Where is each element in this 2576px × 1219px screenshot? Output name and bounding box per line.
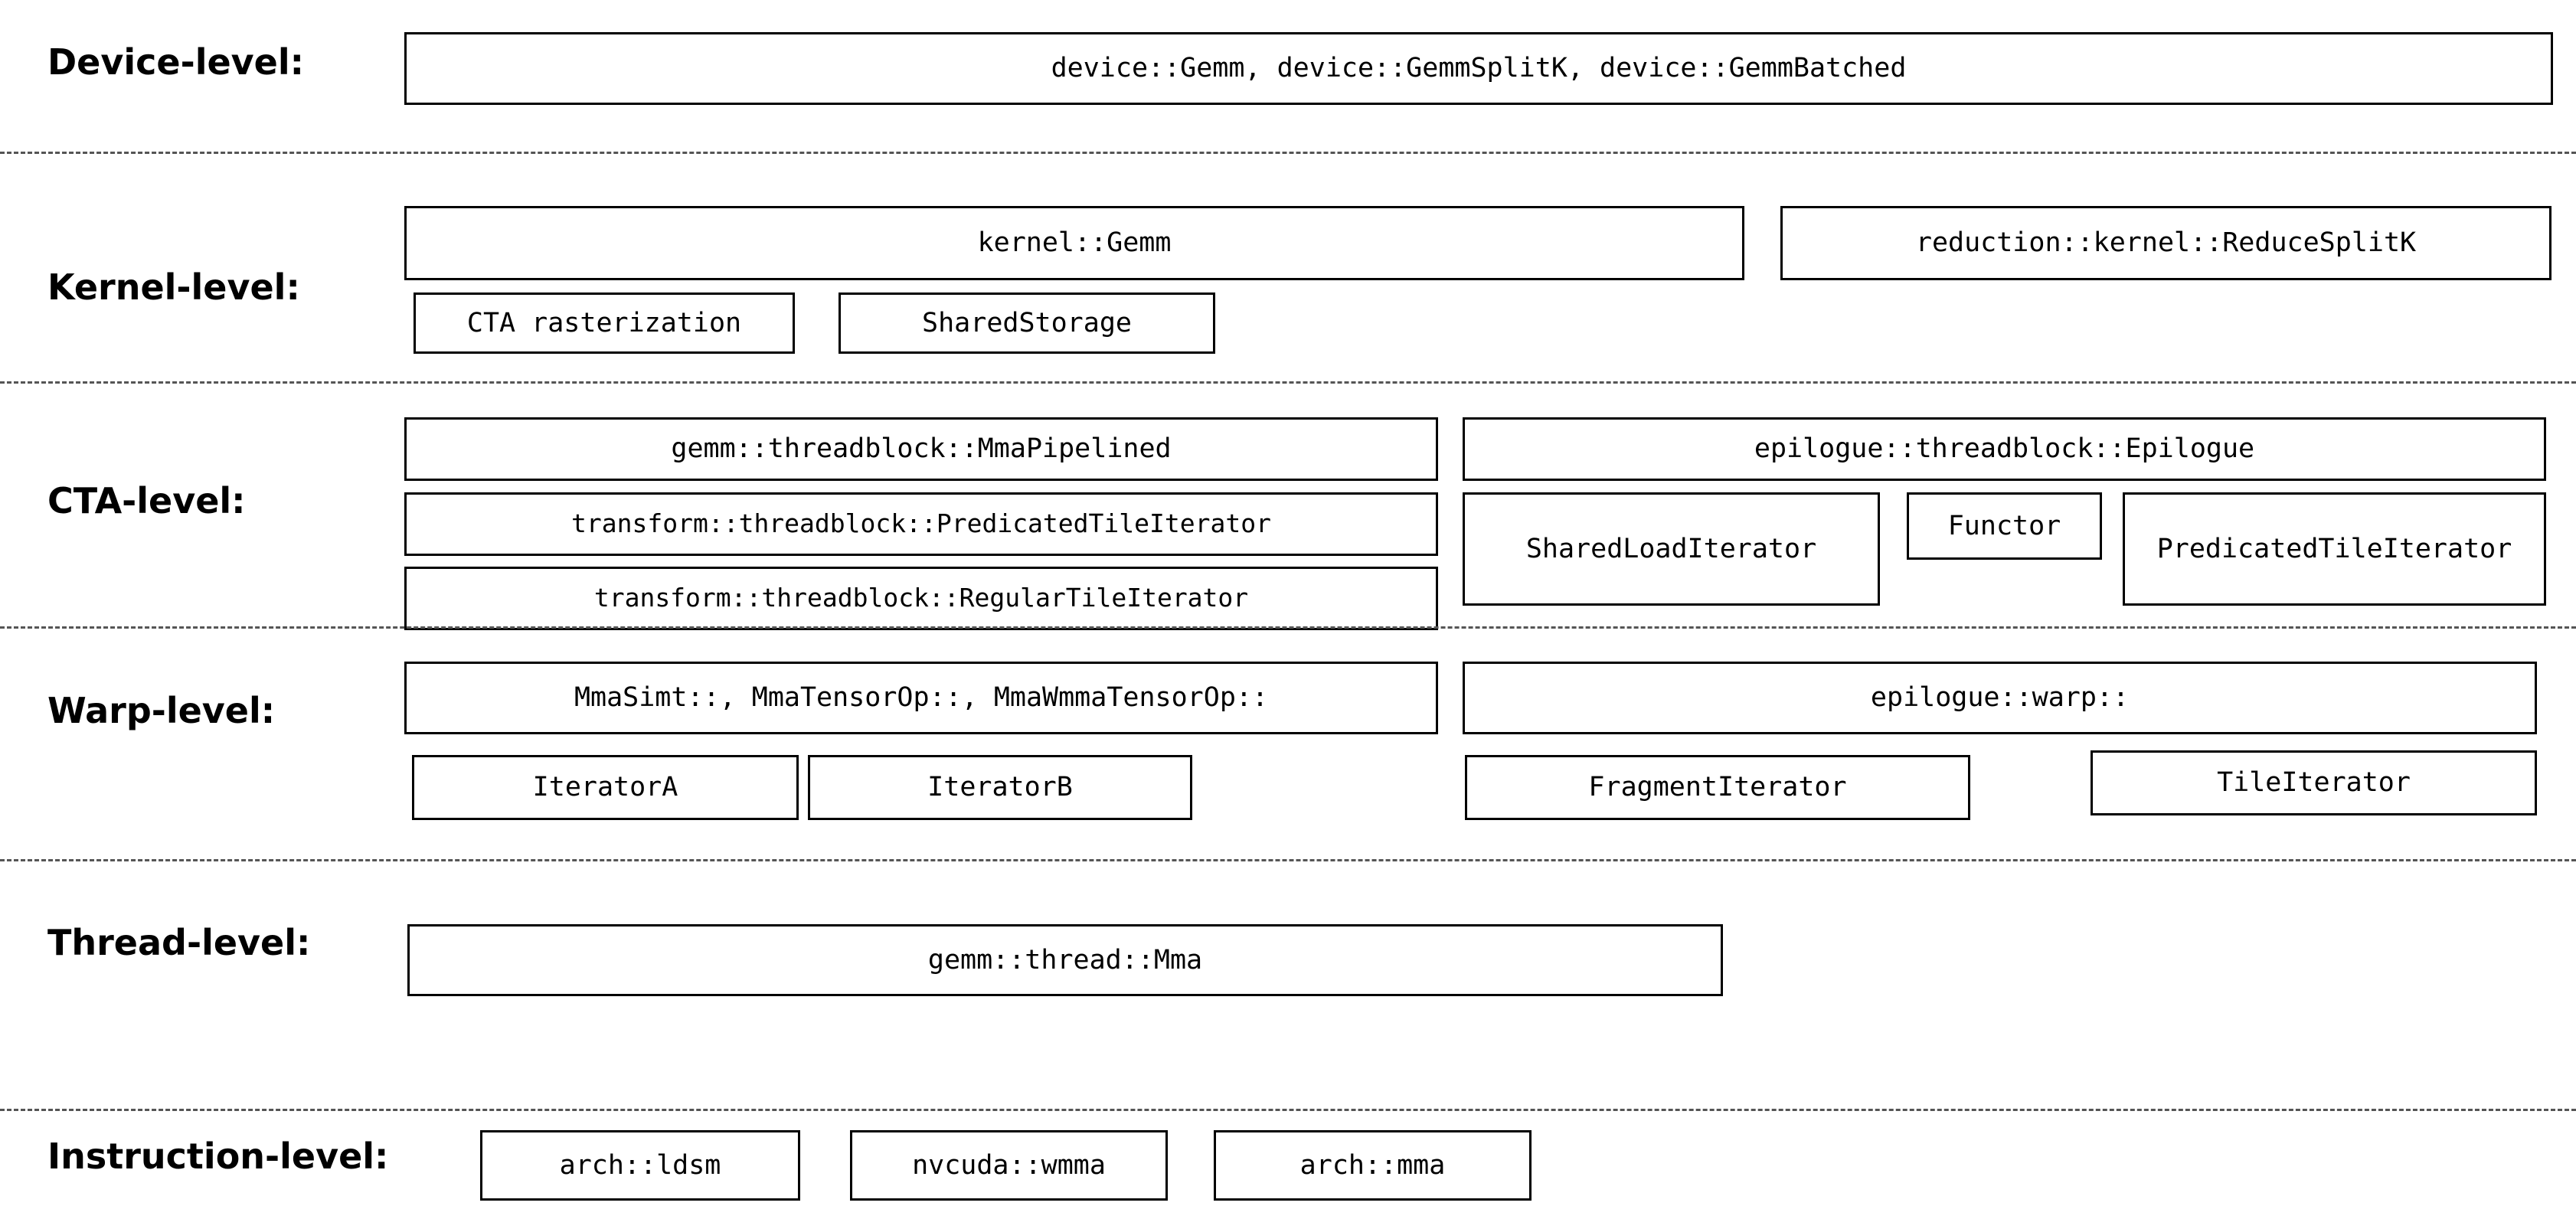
divider-thread-instruction — [0, 1109, 2576, 1111]
node-functor[interactable]: Functor — [1907, 492, 2102, 560]
node-arch-mma[interactable]: arch::mma — [1214, 1130, 1532, 1201]
node-sharedstorage[interactable]: SharedStorage — [839, 292, 1215, 354]
node-nvcuda-wmma[interactable]: nvcuda::wmma — [850, 1130, 1168, 1201]
divider-cta-warp — [0, 626, 2576, 629]
node-epilogue-threadblock-epilogue[interactable]: epilogue::threadblock::Epilogue — [1463, 417, 2546, 481]
node-epilogue-predicatedtileiterator[interactable]: PredicatedTileIterator — [2123, 492, 2546, 606]
node-tileiterator[interactable]: TileIterator — [2091, 750, 2537, 815]
divider-device-kernel — [0, 152, 2576, 154]
row-label-cta-level: CTA-level: — [47, 480, 246, 521]
node-gemm-threadblock-mmapipelined[interactable]: gemm::threadblock::MmaPipelined — [404, 417, 1438, 481]
node-cta-rasterization[interactable]: CTA rasterization — [414, 292, 795, 354]
node-iterator-a[interactable]: IteratorA — [412, 755, 799, 820]
row-label-thread-level: Thread-level: — [47, 922, 311, 963]
divider-kernel-cta — [0, 381, 2576, 384]
node-warp-mma-variants[interactable]: MmaSimt::, MmaTensorOp::, MmaWmmaTensorO… — [404, 662, 1438, 734]
row-label-kernel-level: Kernel-level: — [47, 266, 300, 308]
node-transform-threadblock-regulartileiterator[interactable]: transform::threadblock::RegularTileItera… — [404, 567, 1438, 630]
row-label-device-level: Device-level: — [47, 41, 305, 83]
node-gemm-thread-mma[interactable]: gemm::thread::Mma — [407, 924, 1723, 996]
node-transform-threadblock-predicatedtileiterator[interactable]: transform::threadblock::PredicatedTileIt… — [404, 492, 1438, 556]
node-iterator-b[interactable]: IteratorB — [808, 755, 1192, 820]
row-label-warp-level: Warp-level: — [47, 690, 276, 731]
row-label-instruction-level: Instruction-level: — [47, 1136, 389, 1177]
node-kernel-gemm[interactable]: kernel::Gemm — [404, 206, 1744, 280]
node-device-gemm[interactable]: device::Gemm, device::GemmSplitK, device… — [404, 32, 2553, 105]
divider-warp-thread — [0, 859, 2576, 861]
node-epilogue-warp[interactable]: epilogue::warp:: — [1463, 662, 2537, 734]
node-fragmentiterator[interactable]: FragmentIterator — [1465, 755, 1970, 820]
node-sharedloaditerator[interactable]: SharedLoadIterator — [1463, 492, 1880, 606]
node-reduction-kernel-reducesplitk[interactable]: reduction::kernel::ReduceSplitK — [1780, 206, 2551, 280]
node-arch-ldsm[interactable]: arch::ldsm — [480, 1130, 800, 1201]
